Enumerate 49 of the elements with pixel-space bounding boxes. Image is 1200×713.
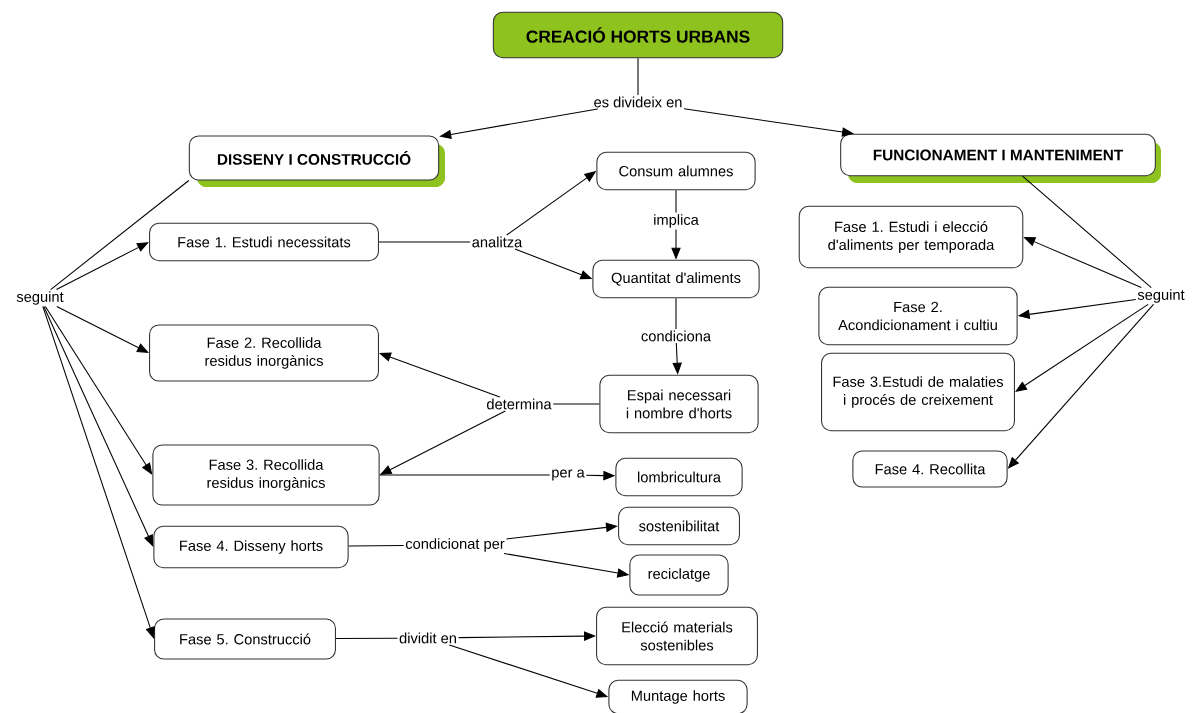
connector-line bbox=[379, 474, 551, 476]
arrow bbox=[379, 352, 501, 398]
concept-box: Fase 3.Estudi de malaties i procés de creixement bbox=[821, 352, 1015, 432]
linking-phrase: determina bbox=[485, 397, 553, 411]
linking-phrase: seguint bbox=[15, 289, 65, 307]
linking-phrase: condicionat per bbox=[403, 536, 507, 554]
connector-line bbox=[675, 189, 677, 214]
concept-box: Consum alumnes bbox=[596, 151, 756, 191]
arrow bbox=[56, 305, 149, 353]
connector-line bbox=[348, 544, 405, 547]
concept-box: Fase 4. Recollita bbox=[852, 450, 1008, 488]
linking-phrase: implica bbox=[651, 212, 701, 230]
arrow bbox=[458, 631, 596, 641]
linking-phrase: per a bbox=[549, 468, 587, 482]
concept-box: Fase 5. Construcció bbox=[154, 618, 336, 660]
arrow bbox=[1015, 303, 1149, 392]
connector-line bbox=[335, 637, 398, 640]
concept-box: Espai necessari i nombre d'horts bbox=[599, 374, 759, 434]
linking-phrase: dividit en bbox=[397, 631, 459, 645]
category-box: DISSENY I CONSTRUCCIÓ bbox=[188, 135, 445, 187]
concept-box: Fase 1. Estudi i elecció d'aliments per temporada bbox=[798, 205, 1024, 269]
concept-box: reciclatge bbox=[629, 554, 729, 596]
connector-line bbox=[637, 57, 639, 96]
arrow bbox=[505, 522, 618, 540]
concept-box: Muntage horts bbox=[608, 679, 748, 713]
concept-box: Fase 2. Acondicionament i cultiu bbox=[818, 286, 1018, 346]
concept-box: Fase 3. Recollida residus inorgànics bbox=[152, 444, 380, 506]
linking-phrase: seguint bbox=[1136, 287, 1186, 305]
arrow bbox=[55, 242, 149, 291]
linking-phrase: es divideix en bbox=[592, 95, 684, 109]
concept-box: sostenibilitat bbox=[618, 506, 740, 546]
arrow bbox=[42, 305, 155, 639]
linking-phrase: condiciona bbox=[639, 329, 713, 343]
connector-line bbox=[552, 403, 600, 405]
connector-line bbox=[378, 241, 471, 243]
concept-box: lombricultura bbox=[615, 457, 743, 497]
concept-box: Fase 4. Disseny horts bbox=[153, 525, 349, 569]
title-box: CREACIÓ HORTS URBANS bbox=[492, 11, 784, 59]
arrow bbox=[44, 305, 153, 475]
connector-line bbox=[675, 297, 677, 330]
concept-box: Fase 1. Estudi necessitats bbox=[149, 222, 379, 262]
category-box: FUNCIONAMENT I MANTENIMENT bbox=[840, 133, 1161, 183]
concept-box: Elecció materials sostenibles bbox=[596, 606, 758, 666]
concept-box: Fase 2. Recollida residus inorgànics bbox=[149, 324, 379, 382]
arrow bbox=[43, 305, 154, 547]
connector-line bbox=[1021, 175, 1152, 289]
linking-phrase: analitza bbox=[470, 235, 524, 249]
connector-line bbox=[50, 180, 190, 291]
concept-box: Quantitat d'aliments bbox=[592, 259, 760, 299]
